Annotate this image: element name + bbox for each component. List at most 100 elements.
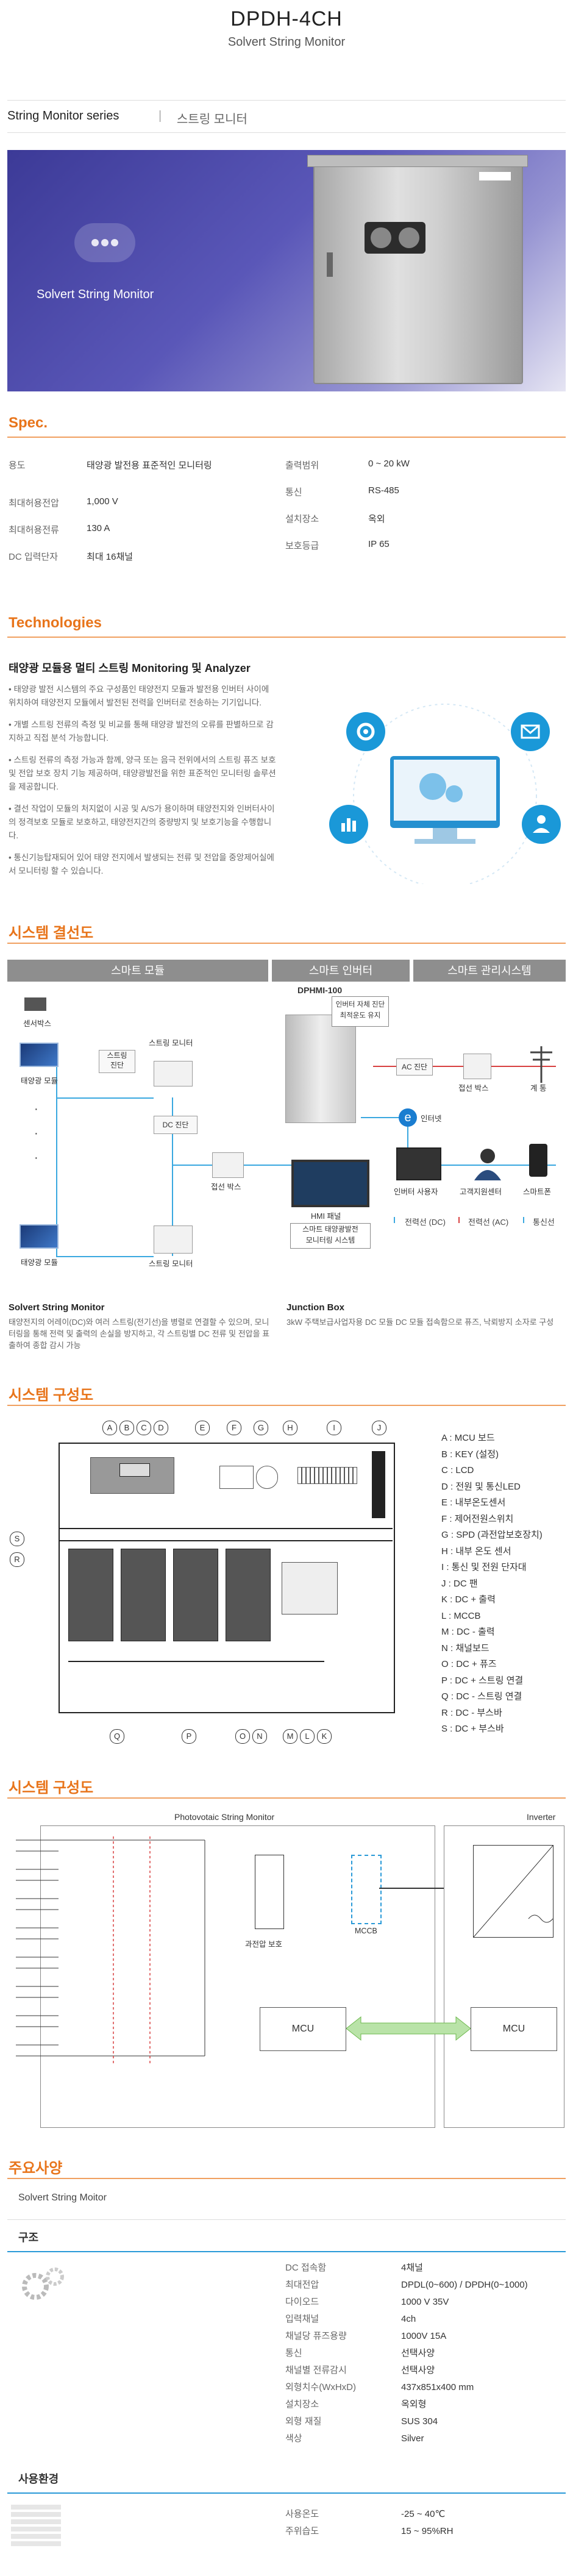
series-bar: String Monitor series | 스트링 모니터 <box>7 100 566 133</box>
main-spec-heading: 주요사양 <box>9 2160 63 2177</box>
inverter-model: DPHMI-100 <box>297 985 343 995</box>
string-diag-box: 스트링 진단 <box>99 1050 135 1073</box>
technologies-illustration <box>329 689 561 888</box>
monitor-illustration <box>353 704 537 888</box>
chart-icon <box>329 805 368 844</box>
string-inputs <box>16 1836 205 2064</box>
email-icon <box>511 712 550 751</box>
divider <box>7 2219 566 2220</box>
label-g: G <box>254 1421 268 1435</box>
inverter-box <box>444 1825 564 2128</box>
legend-row: K : DC + 출력 <box>441 1594 496 1605</box>
label-q: Q <box>110 1729 124 1744</box>
solar-panel-icon <box>20 1224 59 1249</box>
dc-line <box>56 1097 154 1099</box>
label-k: K <box>317 1729 332 1744</box>
composition-rule <box>7 1405 566 1406</box>
string-monitor-icon <box>154 1061 193 1086</box>
cabinet-gauge-left <box>371 227 391 248</box>
mcu-left: MCU <box>260 2007 346 2051</box>
env-title: 사용환경 <box>18 2473 59 2485</box>
cabinet-image <box>307 155 528 384</box>
ac-diag-box: AC 진단 <box>396 1058 433 1076</box>
technologies-title: 태양광 모듈용 멀티 스트링 Monitoring 및 Analyzer <box>9 662 251 674</box>
user-monitor-icon <box>396 1147 441 1180</box>
legend-comm: 통신선 <box>533 1218 555 1227</box>
label-b: B <box>119 1421 134 1435</box>
legend-row: I : 통신 및 전원 단자대 <box>441 1562 527 1572</box>
smart-monitor-box: 스마트 태양광발전 모니터링 시스템 <box>290 1223 371 1249</box>
string-monitor-label: 스트링 모니터 <box>149 1260 193 1268</box>
spec-key: 출력범위 <box>285 460 319 471</box>
grid-label: 계 통 <box>530 1084 547 1093</box>
product-subtitle: Solvert String Monitor <box>227 35 346 49</box>
label-h: H <box>283 1421 297 1435</box>
desc-right-title: Junction Box <box>286 1302 345 1313</box>
legend-row: A : MCU 보드 <box>441 1433 495 1443</box>
spec-row: 최대허용전압 1,000 V <box>9 496 277 524</box>
dots-3: · <box>34 1151 38 1165</box>
legend-row: H : 내부 온도 센서 <box>441 1546 511 1557</box>
gears-icon <box>22 2267 64 2300</box>
spec-rule <box>7 437 566 438</box>
band-smart-inverter: 스마트 인버터 <box>272 960 410 982</box>
internet-icon: e <box>399 1108 417 1127</box>
legend-row: O : DC + 퓨즈 <box>441 1659 497 1669</box>
mccb-label: MCCB <box>355 1927 377 1935</box>
composition-heading: 시스템 구성도 <box>9 1387 94 1404</box>
label-e: E <box>195 1421 210 1435</box>
smartphone-label: 스마트폰 <box>523 1188 552 1196</box>
structure-rule <box>7 2251 566 2252</box>
label-a: A <box>102 1421 117 1435</box>
label-n: N <box>252 1729 267 1744</box>
legend-row: F : 제어전원스위치 <box>441 1513 514 1524</box>
spec-value: 최대 16채널 <box>87 552 133 562</box>
spec-value: 130 A <box>87 523 110 533</box>
spec-key: 통신 <box>285 487 302 498</box>
circuit-diagram: Photovotaic String Monitor Inverter <box>10 1808 566 2138</box>
technologies-heading: Technologies <box>9 615 102 631</box>
junction-box-icon <box>463 1054 491 1079</box>
spec-row: 외형치수(WxHxD)437x851x400 mm <box>285 2382 474 2392</box>
spec-value: 1,000 V <box>87 496 118 507</box>
string-monitor-icon <box>154 1226 193 1254</box>
label-o: O <box>235 1729 250 1744</box>
busbar-top <box>59 1528 393 1529</box>
spec-key: 최대허용전압 <box>9 498 59 508</box>
structure-title: 구조 <box>18 2232 39 2244</box>
solar-module-label: 태양광 모듈 <box>21 1258 58 1267</box>
inverter-box-title: Inverter <box>527 1812 556 1822</box>
desc-left-title: Solvert String Monitor <box>9 1302 105 1313</box>
gear-icon <box>346 712 385 751</box>
bullet-item: • 개별 스트링 전류의 측정 및 비교를 통해 태양광 발전의 오류를 판별하… <box>9 720 274 743</box>
smartphone-icon <box>529 1144 547 1177</box>
inverter-user-label: 인버터 사용자 <box>394 1188 438 1196</box>
label-c: C <box>137 1421 151 1435</box>
wiring-desc-left: Solvert String Monitor 태양전지의 어레이(DC)와 여러… <box>9 1302 271 1351</box>
product-title: DPDH-4CH <box>230 7 343 30</box>
label-d: D <box>154 1421 168 1435</box>
label-l: L <box>300 1729 315 1744</box>
desc-left-text: 태양전지의 어레이(DC)와 여러 스트링(전기선)을 병렬로 연결할 수 있으… <box>9 1318 270 1350</box>
comm-line <box>407 1118 408 1165</box>
channel-board <box>121 1549 166 1641</box>
spec-key: 최대허용전류 <box>9 525 59 535</box>
legend-row: G : SPD (과전압보호장치) <box>441 1530 543 1540</box>
composition2-rule <box>7 1797 566 1799</box>
dc-line <box>56 1256 154 1257</box>
string-connection-line <box>68 1661 324 1662</box>
product-name: Solvert String Moitor <box>18 2192 107 2203</box>
string-monitor-box <box>40 1825 435 2128</box>
legend-row: L : MCCB <box>441 1610 481 1621</box>
bullet-text: 결선 작업이 모듈의 처지없이 시공 및 A/S가 용이하며 태양전지와 인버터… <box>9 804 275 840</box>
legend-row: E : 내부온도센서 <box>441 1497 506 1508</box>
protect-label: 과전압 보호 <box>245 1940 282 1949</box>
bullet-text: 태양광 발전 시스템의 주요 구성품인 태양전지 모듈과 발전용 인버터 사이에… <box>9 685 269 707</box>
bullet-text: 통신기능탑재되어 있어 태양 전지에서 발생되는 전류 및 전압을 중앙제어실에… <box>9 853 274 876</box>
support-person-icon <box>474 1149 501 1180</box>
